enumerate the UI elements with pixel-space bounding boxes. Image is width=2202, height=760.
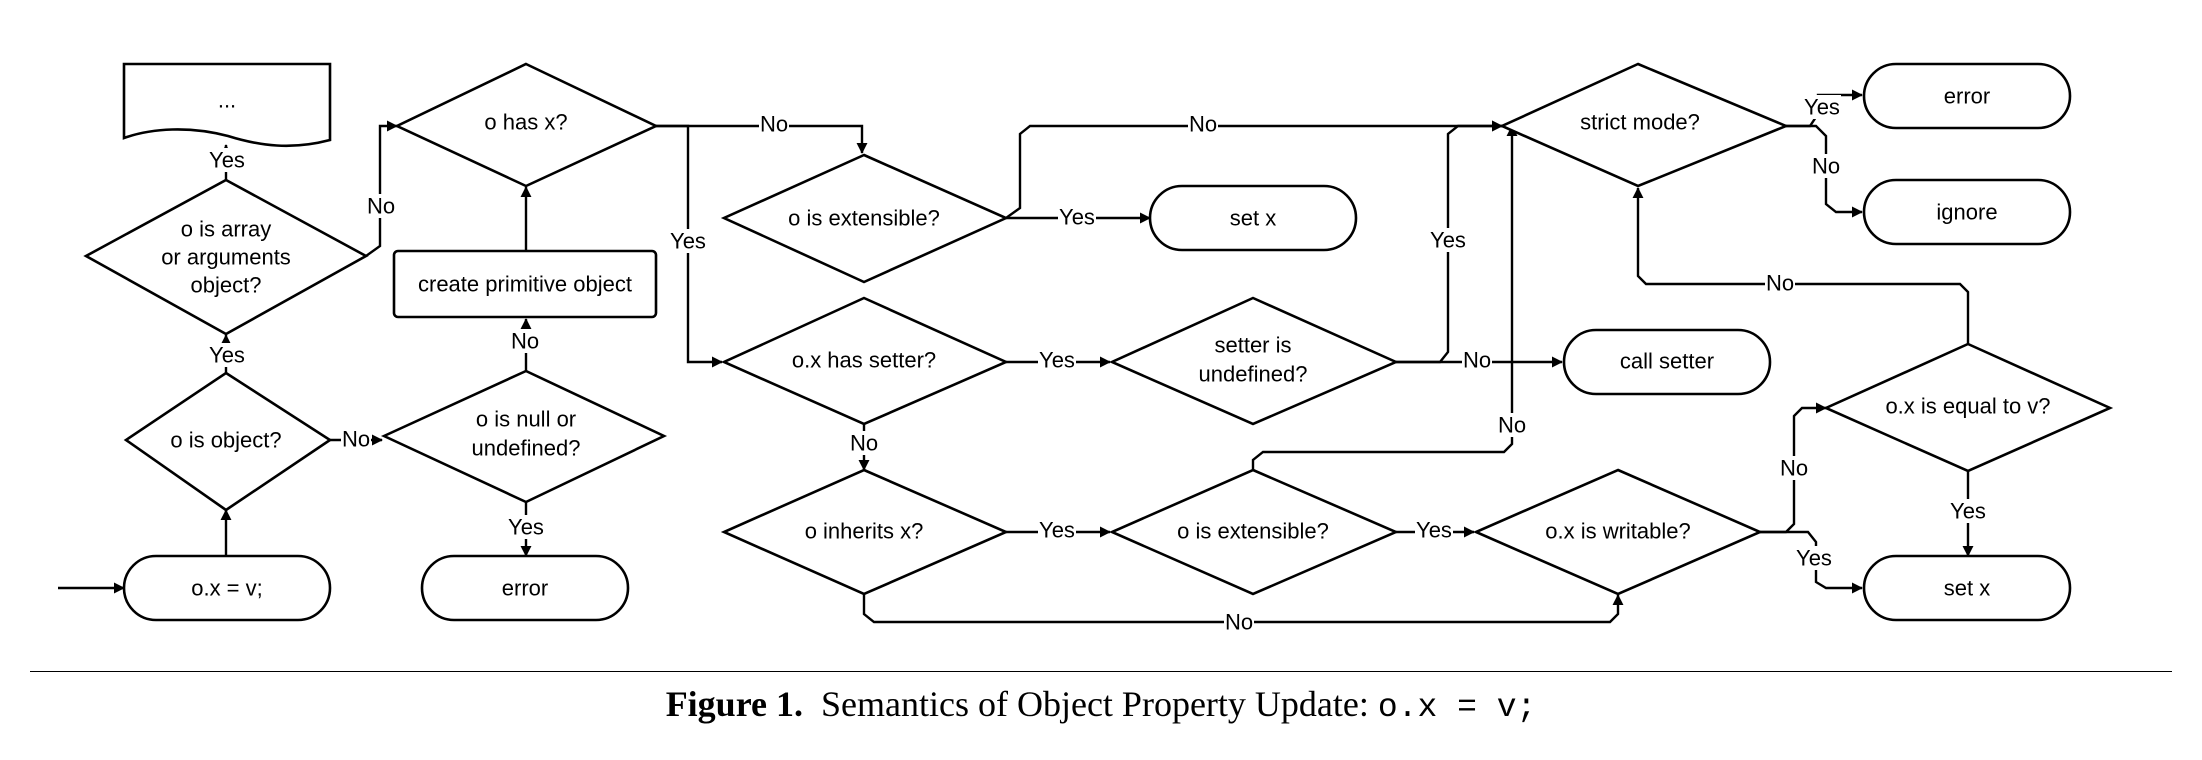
has-setter-decision: o.x has setter? [720,296,1010,426]
extensible-top-decision: o is extensible? [720,153,1010,284]
is-object-label: o is object? [170,428,281,453]
set-x-bottom-terminal: set x [1862,554,2072,622]
set-x-bottom-label: set x [1944,576,1990,601]
edge-has-x-no [656,124,868,154]
writable-label: o.x is writable? [1545,519,1691,544]
ellipsis-document: ... [122,62,332,148]
has-x-label: o has x? [484,110,567,135]
edge-label-equal-no: No [1766,271,1794,296]
create-primitive-box: create primitive object [392,249,658,319]
null-undefined-label-line-1: o is null or [476,407,576,432]
edge-label-setter-undefined-no: No [1463,348,1491,373]
edge-label-inherits-yes: Yes [1039,518,1075,543]
edge-equal-no [1632,187,1970,345]
edge-label-strict-no: No [1812,154,1840,179]
strict-mode-decision: strict mode? [1498,62,1790,188]
error-top-label: error [1944,84,1990,109]
edge-label-is-object-no: No [342,427,370,452]
inherits-x-decision: o inherits x? [720,468,1010,596]
entry-node-label: o.x = v; [191,576,263,601]
edge-is-array-no [365,120,398,257]
extensible-top-label: o is extensible? [788,206,940,231]
figure-caption: Figure 1. Semantics of Object Property U… [0,678,2202,734]
edge-extensible-top-no [1005,120,1503,219]
is-array-decision: o is array or arguments object? [83,178,369,336]
edge-label-null-no: No [511,329,539,354]
extensible-mid-decision: o is extensible? [1108,468,1400,596]
edge-label-null-yes: Yes [508,515,544,540]
edge-label-inherits-no: No [1225,610,1253,635]
ignore-terminal: ignore [1862,178,2072,246]
edge-label-writable-no: No [1780,456,1808,481]
edge-extensible-mid-no [1251,125,1518,470]
edge-label-extensible-mid-yes: Yes [1416,518,1452,543]
edge-label-writable-yes: Yes [1796,546,1832,571]
edge-label-has-setter-no: No [850,431,878,456]
edge-label-is-array-no: No [367,194,395,219]
edge-label-has-x-yes: Yes [670,229,706,254]
is-array-label-line-1: o is array [181,217,271,242]
ignore-label: ignore [1936,200,1997,225]
strict-mode-label: strict mode? [1580,110,1700,135]
error-bottom-terminal: error [420,554,630,622]
edge-label-extensible-top-yes: Yes [1059,205,1095,230]
equal-v-decision: o.x is equal to v? [1822,342,2114,473]
caption-divider [30,671,2172,672]
edge-label-extensible-mid-no: No [1498,413,1526,438]
caption-text: Semantics of Object Property Update: [821,684,1369,724]
ellipsis-label: ... [218,88,236,113]
setter-undefined-decision: setter is undefined? [1108,296,1400,426]
edge-label-equal-yes: Yes [1950,499,1986,524]
writable-decision: o.x is writable? [1472,468,1764,596]
edge-label-has-x-no: No [760,112,788,137]
figure-number: Figure 1. [665,684,804,724]
extensible-mid-label: o is extensible? [1177,519,1329,544]
entry-node: o.x = v; [122,554,332,622]
call-setter-label: call setter [1620,349,1714,374]
setter-undefined-label-line-1: setter is [1214,333,1291,358]
edge-labels: Yes No Yes No No Yes No Yes No Yes Yes Y… [208,95,1987,635]
edge-label-is-array-yes: Yes [209,148,245,173]
has-x-decision: o has x? [393,62,660,188]
caption-code: o.x = v; [1377,689,1537,726]
is-array-label-line-2: or arguments [161,245,291,270]
is-array-label-line-3: object? [191,273,262,298]
has-setter-label: o.x has setter? [792,348,936,373]
call-setter-terminal: call setter [1562,328,1772,396]
set-x-top-label: set x [1230,206,1276,231]
set-x-top-terminal: set x [1148,184,1358,252]
error-bottom-label: error [502,576,548,601]
edge-label-extensible-top-no: No [1189,112,1217,137]
inherits-x-label: o inherits x? [805,519,924,544]
setter-undefined-label-line-2: undefined? [1199,362,1308,387]
edge-label-strict-yes: Yes [1804,95,1840,120]
error-top-terminal: error [1862,62,2072,130]
null-undefined-decision: o is null or undefined? [380,369,668,504]
equal-v-label: o.x is equal to v? [1885,394,2050,419]
edge-label-is-object-yes: Yes [209,343,245,368]
is-object-decision: o is object? [123,371,333,512]
nodes: o.x = v; o is object? o is array or argu… [83,62,2114,622]
edge-label-setter-undefined-yes: Yes [1430,228,1466,253]
create-primitive-label: create primitive object [418,272,632,297]
null-undefined-label-line-2: undefined? [472,436,581,461]
flowchart: o.x = v; o is object? o is array or argu… [58,62,2114,635]
edge-label-has-setter-yes: Yes [1039,348,1075,373]
